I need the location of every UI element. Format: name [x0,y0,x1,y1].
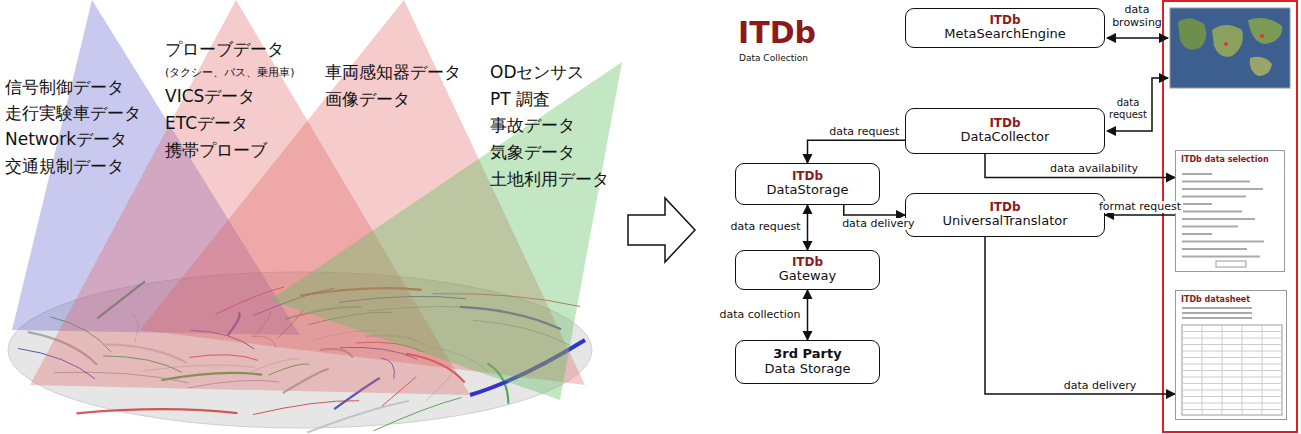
logo-text: ITDb [738,16,816,51]
green-cone [270,62,622,400]
screenshot-content [1176,151,1286,273]
logo-text: ITDb [989,14,1020,28]
data-source-label: 土地利用データ [490,170,609,190]
data-source-label: (タクシー、バス、乗用車) [165,67,295,80]
box-label: MetaSearchEngine [944,27,1066,42]
connector-label: data request [728,221,802,233]
connector [807,290,809,340]
flow-arrow [628,198,695,262]
process-box: ITDbDataCollector [905,108,1105,154]
logo-text: ITDb [989,117,1020,131]
connector-label: data browsing [1107,4,1167,29]
data-source-label: Networkデータ [5,130,127,150]
data-source-label: PT 調査 [490,90,550,110]
screenshot-title: ITDb datasheet [1181,295,1250,304]
screenshot-content [1176,291,1288,421]
connector-label: data availability [1048,163,1140,175]
data-source-label: 車両感知器データ [325,63,461,83]
data-source-label: 携帯プローブ [165,141,267,161]
logo-text: ITDb [792,170,823,184]
data-source-label: 画像データ [325,90,410,110]
logo-text: Data Collection [739,53,808,63]
data-source-label: 信号制御データ [5,78,124,98]
box-label: DataCollector [961,130,1050,145]
screen-panel [1163,1,1297,432]
connector [1105,214,1175,216]
connector-label: data request [827,126,901,138]
data-source-label: 事故データ [490,116,575,136]
screenshot-panel: ITDb datasheet [1175,290,1287,420]
connector [985,154,1175,178]
data-source-label: 気象データ [490,143,575,163]
connector [807,205,809,250]
screenshot-panel: ITDb data selection [1175,150,1285,272]
connector [985,237,1175,394]
side-connectors [1107,38,1168,131]
connector-label: format request [1097,201,1183,213]
connector [844,205,905,215]
process-box: ITDbDataStorage [735,163,880,205]
data-source-label: プローブデータ [165,40,284,60]
data-source-label: 交通規制データ [5,157,124,177]
connector-label: data delivery [840,218,916,230]
box-label: Gateway [779,269,836,284]
process-box: 3rd PartyData Storage [735,340,880,384]
process-box: ITDbGateway [735,250,880,290]
box-label: 3rd Party [773,347,841,362]
box-label: UniversalTranslator [942,214,1067,229]
logo-text: ITDb [989,201,1020,215]
box-label: Data Storage [764,362,850,377]
connector [808,140,906,163]
process-box: ITDbUniversalTranslator [905,193,1105,237]
process-box: ITDbMetaSearchEngine [905,8,1105,48]
data-source-label: ODセンサス [490,63,584,83]
connector-label: data collection [717,309,802,321]
logo-text: ITDb [792,256,823,270]
screenshot-title: ITDb data selection [1181,155,1269,164]
data-source-label: 走行実験車データ [5,104,141,124]
connector-label: data delivery [1062,380,1138,392]
connector-label: data request [1106,97,1150,120]
map-screenshot [1170,8,1290,88]
box-label: DataStorage [767,183,849,198]
data-source-label: VICSデータ [165,87,255,107]
data-source-label: ETCデータ [165,114,248,134]
